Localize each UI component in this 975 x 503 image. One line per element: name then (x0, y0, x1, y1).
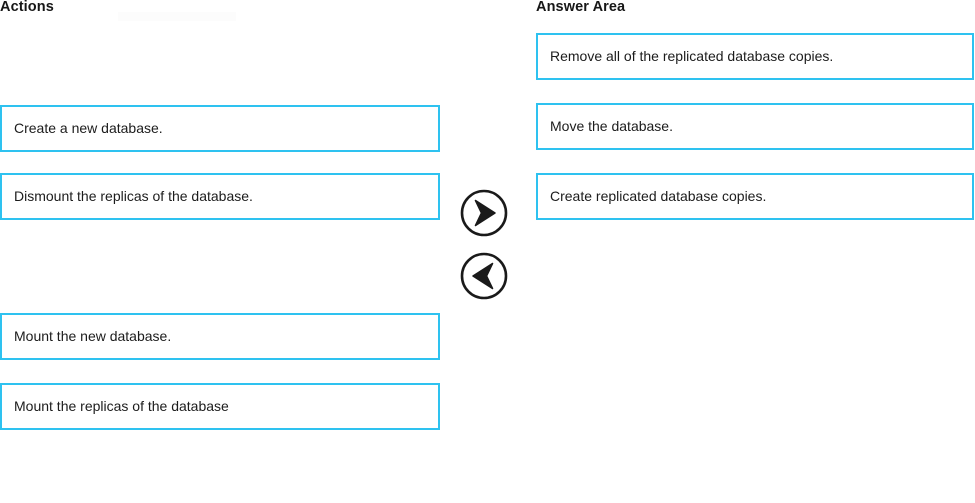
answer-area-column-title: Answer Area (536, 0, 626, 15)
move-right-button[interactable] (459, 188, 509, 238)
answer-item-label: Create replicated database copies. (550, 188, 767, 204)
actions-column-title: Actions (0, 0, 54, 15)
action-item-label: Mount the replicas of the database (14, 398, 229, 414)
chevron-right-circle-icon (460, 189, 508, 237)
action-item-label: Dismount the replicas of the database. (14, 188, 253, 204)
answer-item-label: Move the database. (550, 118, 673, 134)
answer-item-move-database[interactable]: Move the database. (536, 103, 974, 150)
answer-item-create-replicated-copies[interactable]: Create replicated database copies. (536, 173, 974, 220)
answer-item-label: Remove all of the replicated database co… (550, 48, 834, 64)
chevron-left-circle-icon (460, 252, 508, 300)
action-item-mount-replicas[interactable]: Mount the replicas of the database (0, 383, 440, 430)
background-artifact (118, 12, 236, 21)
action-item-create-new-database[interactable]: Create a new database. (0, 105, 440, 152)
move-left-button[interactable] (459, 251, 509, 301)
action-item-label: Mount the new database. (14, 328, 172, 344)
answer-item-remove-replicated-copies[interactable]: Remove all of the replicated database co… (536, 33, 974, 80)
action-item-label: Create a new database. (14, 120, 163, 136)
action-item-dismount-replicas[interactable]: Dismount the replicas of the database. (0, 173, 440, 220)
action-item-mount-new-database[interactable]: Mount the new database. (0, 313, 440, 360)
